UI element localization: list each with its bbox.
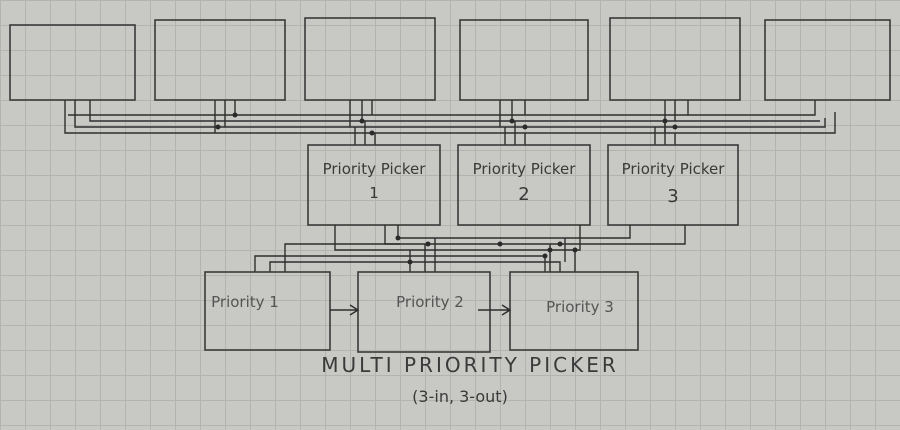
arrow-1-to-2 [330,304,360,316]
priority-label: Priority 1 [211,293,279,311]
priority-box-3: Priority 3 [509,271,639,351]
diagram-subtitle: (3-in, 3-out) [412,387,508,406]
priority-picker-2: Priority Picker 2 [457,144,591,226]
input-box-3 [304,17,436,101]
priority-label: Priority 2 [396,293,464,311]
priority-box-2: Priority 2 [357,271,491,353]
input-box-1 [9,24,136,101]
top-bus [64,100,836,145]
priority-box-1: Priority 1 [204,271,331,351]
input-box-2 [154,19,286,101]
priority-picker-3: Priority Picker 3 [607,144,739,226]
bottom-bus [254,225,686,272]
arrow-2-to-3 [478,304,512,316]
picker-number: 2 [518,184,529,205]
picker-number: 3 [667,186,678,207]
picker-label: Priority Picker [473,160,577,178]
priority-label: Priority 3 [546,298,614,316]
picker-label: Priority Picker [622,160,726,178]
picker-number: 1 [369,184,379,202]
picker-label: Priority Picker [323,160,427,178]
input-box-5 [609,17,741,101]
input-box-6 [764,19,891,101]
input-box-4 [459,19,589,101]
diagram-title: MULTI PRIORITY PICKER [321,353,619,377]
priority-picker-1: Priority Picker 1 [307,144,441,226]
